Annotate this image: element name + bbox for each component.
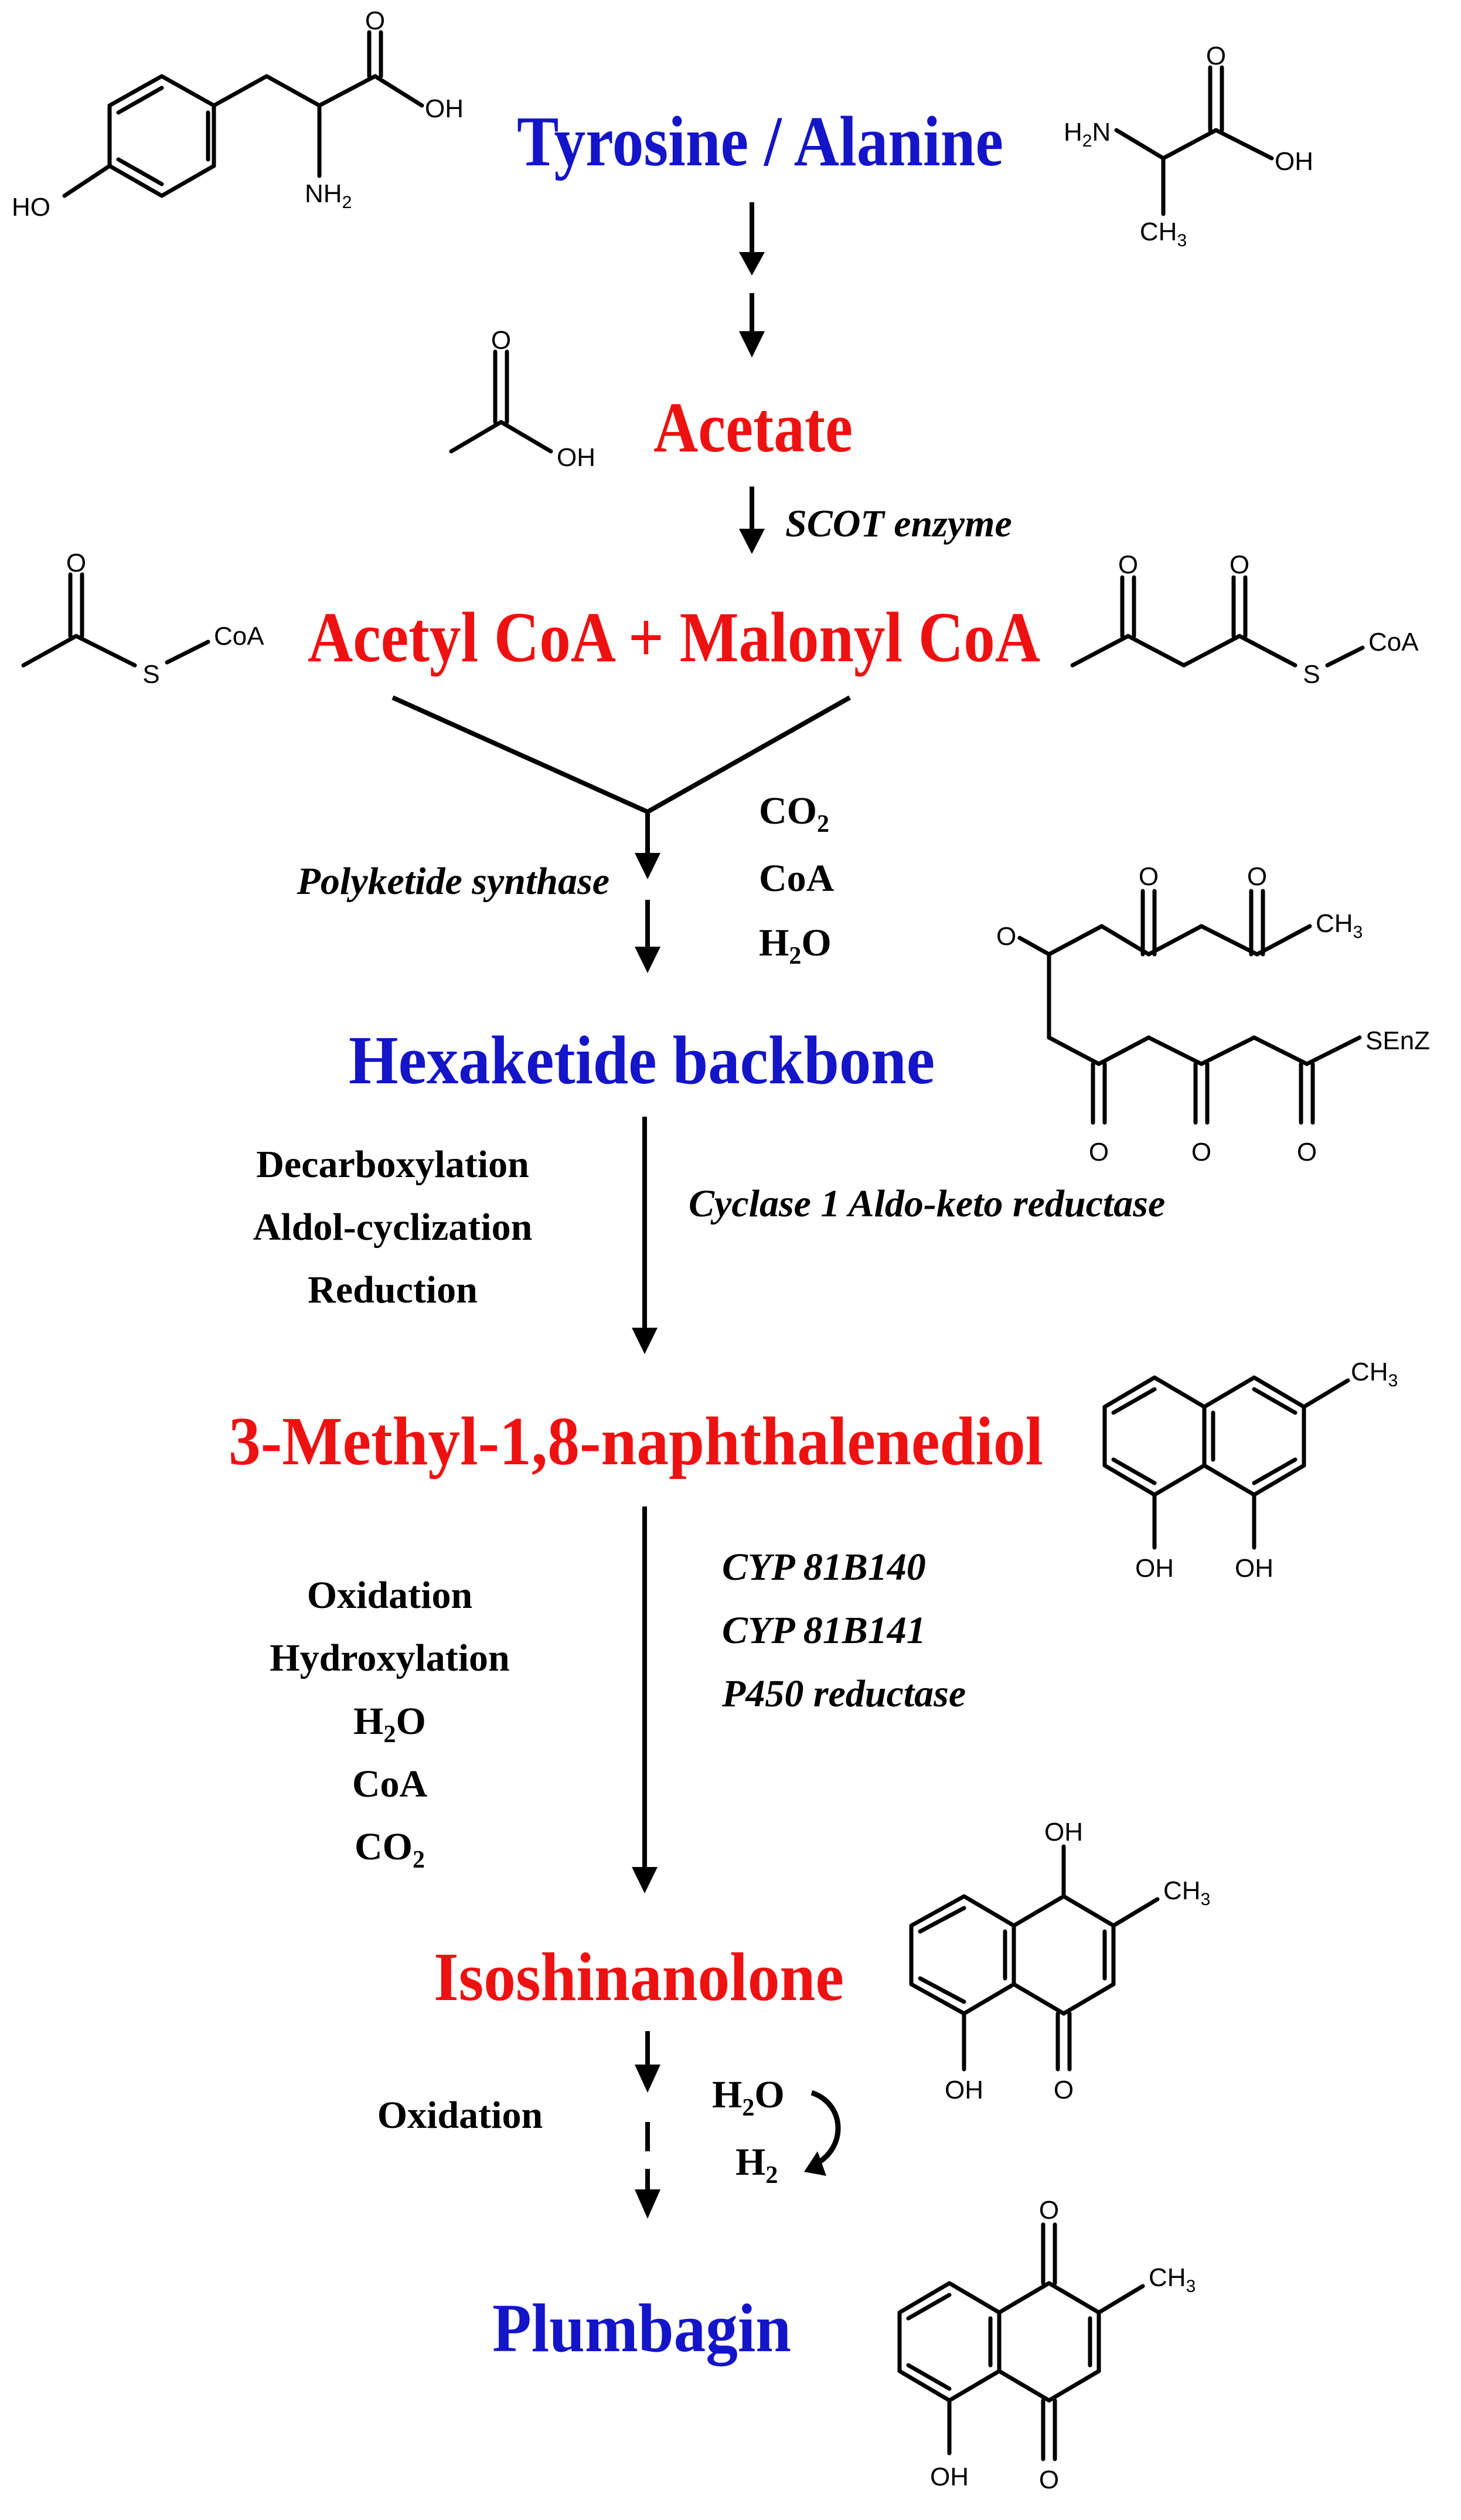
- enzyme-p450-reductase: P450 reductase: [721, 1672, 966, 1715]
- naphthalenediol-steps: Oxidation Hydroxylation H2O CoA CO2: [270, 1574, 510, 1873]
- atom-acetyl-coa: CoA: [214, 622, 264, 651]
- atom-naph-ch3: CH3: [1351, 1358, 1398, 1390]
- atom-malonyl-s: S: [1303, 660, 1320, 689]
- arrowhead-curved: [804, 2151, 826, 2176]
- step-h2-final: H2: [735, 2141, 778, 2189]
- structure-acetyl-coa: [21, 572, 210, 668]
- step-coa: CoA: [352, 1763, 428, 1805]
- arrowhead-iso-1: [635, 2065, 660, 2093]
- atom-hexa-o-bottom2: O: [1191, 1138, 1211, 1167]
- structure-tyrosine: [62, 30, 424, 198]
- atom-hexa-o-top2: O: [1247, 862, 1267, 891]
- arrow-curved-h2o: [810, 2090, 841, 2169]
- compound-isoshinanolone: Isoshinanolone: [434, 1939, 844, 2015]
- atom-alanine-oh: OH: [1275, 147, 1313, 176]
- structure-malonyl-coa: [1070, 575, 1365, 668]
- pks-byproducts: CO2 CoA H2O: [759, 790, 835, 970]
- arrows: [391, 202, 851, 2219]
- atom-hexa-ch3: CH3: [1316, 909, 1363, 942]
- structure-isoshinanolone: [909, 1844, 1160, 2072]
- compound-naphthalenediol: 3-Methyl-1,8-naphthalenediol: [229, 1403, 1043, 1480]
- structure-hexaketide: [1017, 889, 1362, 1125]
- arrowhead-hexaketide: [632, 1328, 658, 1354]
- arrowhead-naphthalenediol: [632, 1867, 658, 1893]
- atom-tyrosine-carbonyl-o: O: [365, 6, 385, 35]
- enzyme-cyp-81b141: CYP 81B141: [722, 1609, 926, 1652]
- atom-tyrosine-nh2: NH2: [305, 179, 352, 212]
- step-reduction: Reduction: [308, 1268, 478, 1311]
- atom-tyrosine-oh: OH: [425, 94, 464, 123]
- enzyme-cyclase: Cyclase 1 Aldo-keto reductase: [689, 1182, 1165, 1225]
- arrow-v-left: [391, 695, 649, 814]
- isoshinanolone-steps: Oxidation H2O H2: [377, 2073, 785, 2189]
- atom-acetic-oh: OH: [557, 443, 595, 472]
- atom-naph-oh-1: OH: [1135, 1554, 1174, 1583]
- atom-tyrosine-ho: HO: [12, 193, 50, 222]
- atom-plumbagin-o-top: O: [1039, 2196, 1059, 2225]
- step-h2o-final: H2O: [712, 2073, 785, 2121]
- compound-acetate: Acetate: [653, 388, 853, 467]
- byproduct-coa: CoA: [759, 857, 835, 900]
- atom-malonyl-o1: O: [1118, 550, 1138, 579]
- step-decarboxylation: Decarboxylation: [256, 1143, 529, 1186]
- atom-hexa-o-bottom1: O: [1089, 1138, 1109, 1167]
- enzyme-cyp-81b140: CYP 81B140: [722, 1546, 926, 1589]
- atom-naph-oh-2: OH: [1235, 1554, 1273, 1583]
- structure-plumbagin: [897, 2222, 1145, 2461]
- enzyme-polyketide-synthase: Polyketide synthase: [297, 860, 609, 903]
- atom-iso-oh-bottom: OH: [945, 2076, 983, 2104]
- compound-acetyl-malonyl-coa: Acetyl CoA + Malonyl CoA: [308, 598, 1040, 677]
- byproduct-co2: CO2: [759, 790, 829, 838]
- atom-alanine-carbonyl-o: O: [1206, 42, 1226, 70]
- step-hydroxylation: Hydroxylation: [270, 1637, 510, 1679]
- arrowhead-pks-1: [635, 853, 660, 879]
- atom-iso-carbonyl-o: O: [1054, 2076, 1074, 2104]
- atom-plumbagin-ch3: CH3: [1149, 2263, 1196, 2296]
- step-h2o: H2O: [353, 1700, 426, 1748]
- step-co2: CO2: [355, 1825, 425, 1873]
- atom-hexa-o-left: O: [996, 922, 1016, 951]
- step-oxidation-final: Oxidation: [377, 2094, 543, 2137]
- atom-plumbagin-oh: OH: [930, 2463, 969, 2491]
- compound-tyrosine-alanine: Tyrosine / Alanine: [517, 102, 1003, 181]
- compound-hexaketide-backbone: Hexaketide backbone: [349, 1022, 935, 1099]
- arrowhead-pks-2: [635, 947, 660, 973]
- atom-alanine-ch3: CH3: [1140, 217, 1187, 250]
- atom-alanine-h2n: H2N: [1064, 118, 1111, 151]
- atom-iso-oh-top: OH: [1044, 1818, 1083, 1846]
- arrowhead-iso-2: [635, 2189, 660, 2219]
- arrowhead-acetate: [739, 529, 765, 554]
- compound-plumbagin: Plumbagin: [492, 2290, 791, 2366]
- arrowhead-tyr-2: [739, 331, 765, 358]
- atom-hexa-o-bottom3: O: [1297, 1138, 1317, 1167]
- structure-naphthalenediol: [1102, 1375, 1350, 1550]
- step-aldol-cyclization: Aldol-cyclization: [253, 1206, 533, 1249]
- enzyme-scot: SCOT enzyme: [785, 502, 1012, 545]
- arrow-v-right: [646, 695, 851, 814]
- atom-acetyl-carbonyl-o: O: [66, 549, 86, 577]
- atom-malonyl-o2: O: [1230, 550, 1249, 579]
- structure-acetic-acid: [449, 349, 553, 454]
- atom-plumbagin-o-bottom: O: [1039, 2465, 1059, 2494]
- atom-acetyl-s: S: [142, 660, 159, 689]
- atom-hexa-senz: SEnZ: [1365, 1026, 1430, 1055]
- atom-iso-ch3: CH3: [1163, 1876, 1210, 1909]
- byproduct-h2o: H2O: [759, 921, 832, 970]
- structure-alanine: [1114, 65, 1274, 216]
- atom-malonyl-coa: CoA: [1368, 628, 1419, 657]
- step-oxidation: Oxidation: [307, 1574, 472, 1617]
- atom-acetic-carbonyl-o: O: [491, 326, 511, 355]
- atom-hexa-o-top1: O: [1139, 862, 1159, 891]
- arrowhead-tyr-1: [739, 252, 765, 276]
- hexaketide-steps: Decarboxylation Aldol-cyclization Reduct…: [253, 1143, 533, 1311]
